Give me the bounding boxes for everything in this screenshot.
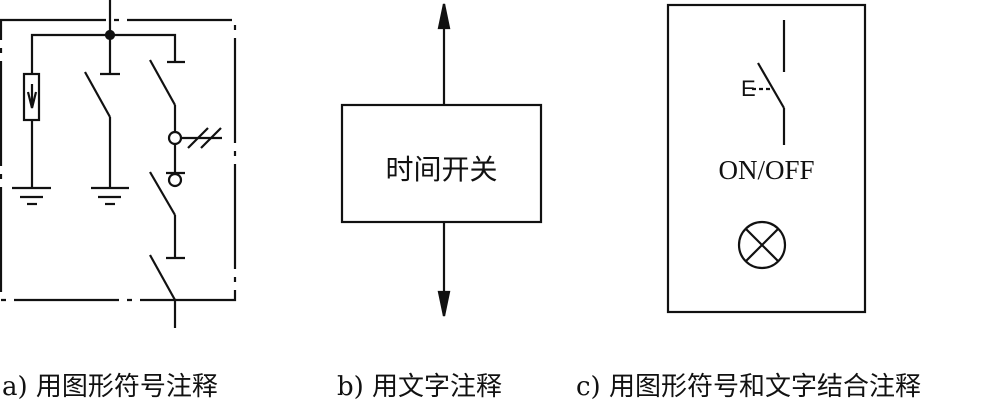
- lamp-icon: [737, 220, 787, 270]
- ground-icon: [91, 186, 129, 206]
- switch-blade: [757, 62, 785, 109]
- caption-a: a) 用图形符号注释: [2, 372, 218, 402]
- on-off-label: ON/OFF: [718, 155, 815, 185]
- bus-wire: [30, 33, 177, 74]
- switch-blade: [84, 71, 111, 118]
- caption-c: c) 用图形符号和文字结合注释: [576, 372, 921, 402]
- panel-c-symbol: [666, 3, 867, 314]
- timer-label: 时间开关: [385, 153, 498, 186]
- switch-box: [666, 3, 867, 314]
- dash-dot-frame: [0, 18, 237, 302]
- panel-b-symbol: [340, 3, 543, 317]
- switch-blade: [149, 59, 176, 106]
- ground-icon: [12, 186, 51, 206]
- switch-blade: [149, 171, 176, 216]
- switch-blade: [149, 254, 176, 301]
- panel-a-symbol: [0, 0, 237, 328]
- switch-letter: E: [741, 76, 756, 101]
- caption-b: b) 用文字注释: [337, 372, 503, 402]
- timer-box: [340, 103, 543, 224]
- arrow-icon: [26, 84, 38, 109]
